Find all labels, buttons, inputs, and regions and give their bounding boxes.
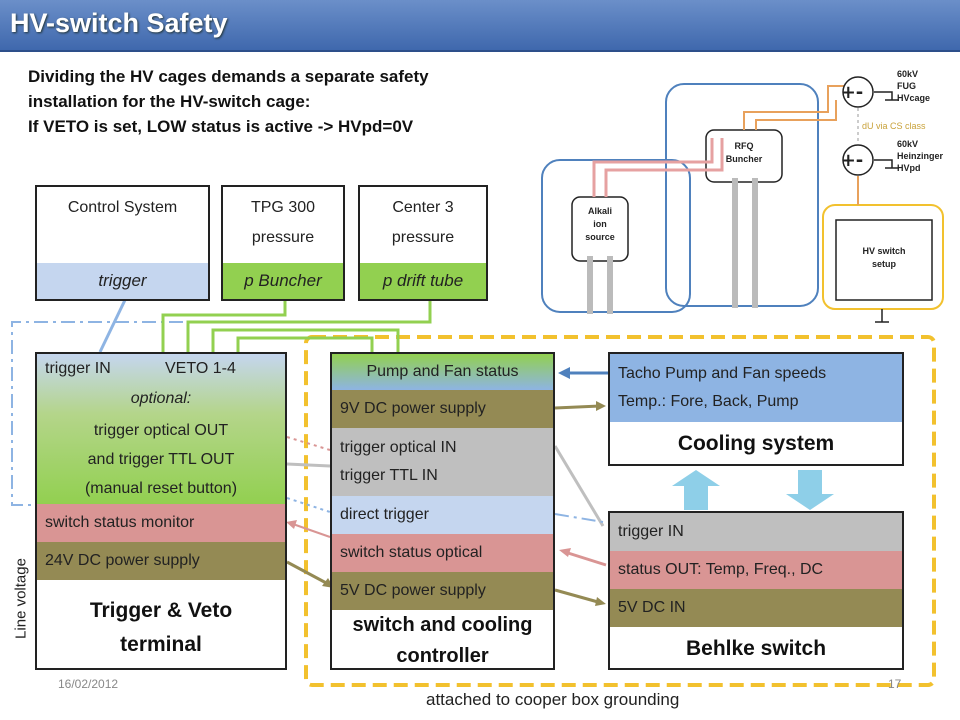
switch-status-monitor: switch status monitor bbox=[37, 504, 285, 542]
hv-cage-schematic: +- +- bbox=[541, 76, 944, 323]
switch-cooling-controller: Pump and Fan status 9V DC power supply t… bbox=[330, 352, 555, 670]
power-9v-wire bbox=[554, 404, 601, 410]
pump-fan-status: Pump and Fan status bbox=[332, 354, 553, 390]
svg-text:+-: +- bbox=[841, 82, 864, 103]
switch-status-optical: switch status optical bbox=[332, 534, 553, 572]
dashdot-line-left bbox=[11, 321, 318, 506]
drift-tube-wire bbox=[186, 300, 432, 352]
cooling-down-arrow bbox=[786, 470, 834, 510]
switch-cage-boundary bbox=[304, 335, 936, 687]
terminal-inputs: trigger IN VETO 1-4 optional: trigger op… bbox=[37, 354, 285, 504]
status-monitor-wire bbox=[289, 522, 331, 538]
direct-trigger-behlke-wire bbox=[554, 513, 604, 523]
intro-line-1: Dividing the HV cages demands a separate… bbox=[28, 67, 429, 86]
date-label: 16/02/2012 bbox=[58, 677, 119, 691]
cooling-up-arrow bbox=[672, 470, 720, 510]
grounding-label: attached to cooper box grounding bbox=[426, 690, 680, 709]
power-24v: 24V DC power supply bbox=[37, 542, 285, 580]
veto-label: VETO 1-4 bbox=[165, 360, 236, 377]
page-number: 17 bbox=[888, 677, 902, 691]
du-label: dU via CS class bbox=[862, 121, 926, 131]
p-drift-tube-output: p drift tube bbox=[360, 263, 486, 299]
control-system-box: Control System trigger bbox=[35, 185, 210, 301]
intro-line-2: installation for the HV-switch cage: bbox=[28, 92, 311, 111]
line-voltage-label: Line voltage bbox=[12, 558, 30, 639]
fan-status-wire bbox=[236, 336, 374, 352]
behlke-title: Behlke switch bbox=[685, 637, 827, 660]
behlke-power-in: 5V DC IN bbox=[610, 589, 902, 627]
status-optical-wire bbox=[567, 551, 607, 567]
p-buncher-output: p Buncher bbox=[223, 263, 343, 299]
direct-trigger-wire bbox=[286, 497, 331, 513]
buncher-wire bbox=[161, 300, 287, 352]
svg-text:+-: +- bbox=[841, 150, 864, 171]
trigger-veto-terminal: trigger IN VETO 1-4 optional: trigger op… bbox=[35, 352, 287, 670]
trigger-wire bbox=[98, 299, 127, 353]
title-bar: HV-switch Safety bbox=[0, 0, 960, 52]
optical-trigger-wire bbox=[286, 436, 331, 451]
trigger-ttl-wire bbox=[553, 445, 605, 527]
power-9v: 9V DC power supply bbox=[332, 390, 553, 428]
optional-label: optional: bbox=[130, 390, 192, 407]
pump-status-wire bbox=[211, 328, 400, 352]
behlke-switch: trigger IN status OUT: Temp, Freq., DC 5… bbox=[608, 511, 904, 670]
ttl-trigger-wire bbox=[286, 462, 331, 468]
power-5v-wire bbox=[554, 588, 599, 604]
power-5v: 5V DC power supply bbox=[332, 572, 553, 610]
direct-trigger: direct trigger bbox=[332, 496, 553, 534]
behlke-status-out: status OUT: Temp, Freq., DC bbox=[610, 551, 902, 589]
power-24v-wire bbox=[286, 560, 331, 587]
intro-line-3: If VETO is set, LOW status is active -> … bbox=[28, 117, 414, 136]
behlke-trigger-in: trigger IN bbox=[610, 513, 902, 551]
trigger-output: trigger bbox=[37, 263, 208, 299]
page-title: HV-switch Safety bbox=[10, 8, 228, 38]
control-system-label: Control System bbox=[67, 199, 178, 216]
cooling-title: Cooling system bbox=[677, 432, 835, 455]
trigger-in-label: trigger IN bbox=[45, 360, 111, 377]
